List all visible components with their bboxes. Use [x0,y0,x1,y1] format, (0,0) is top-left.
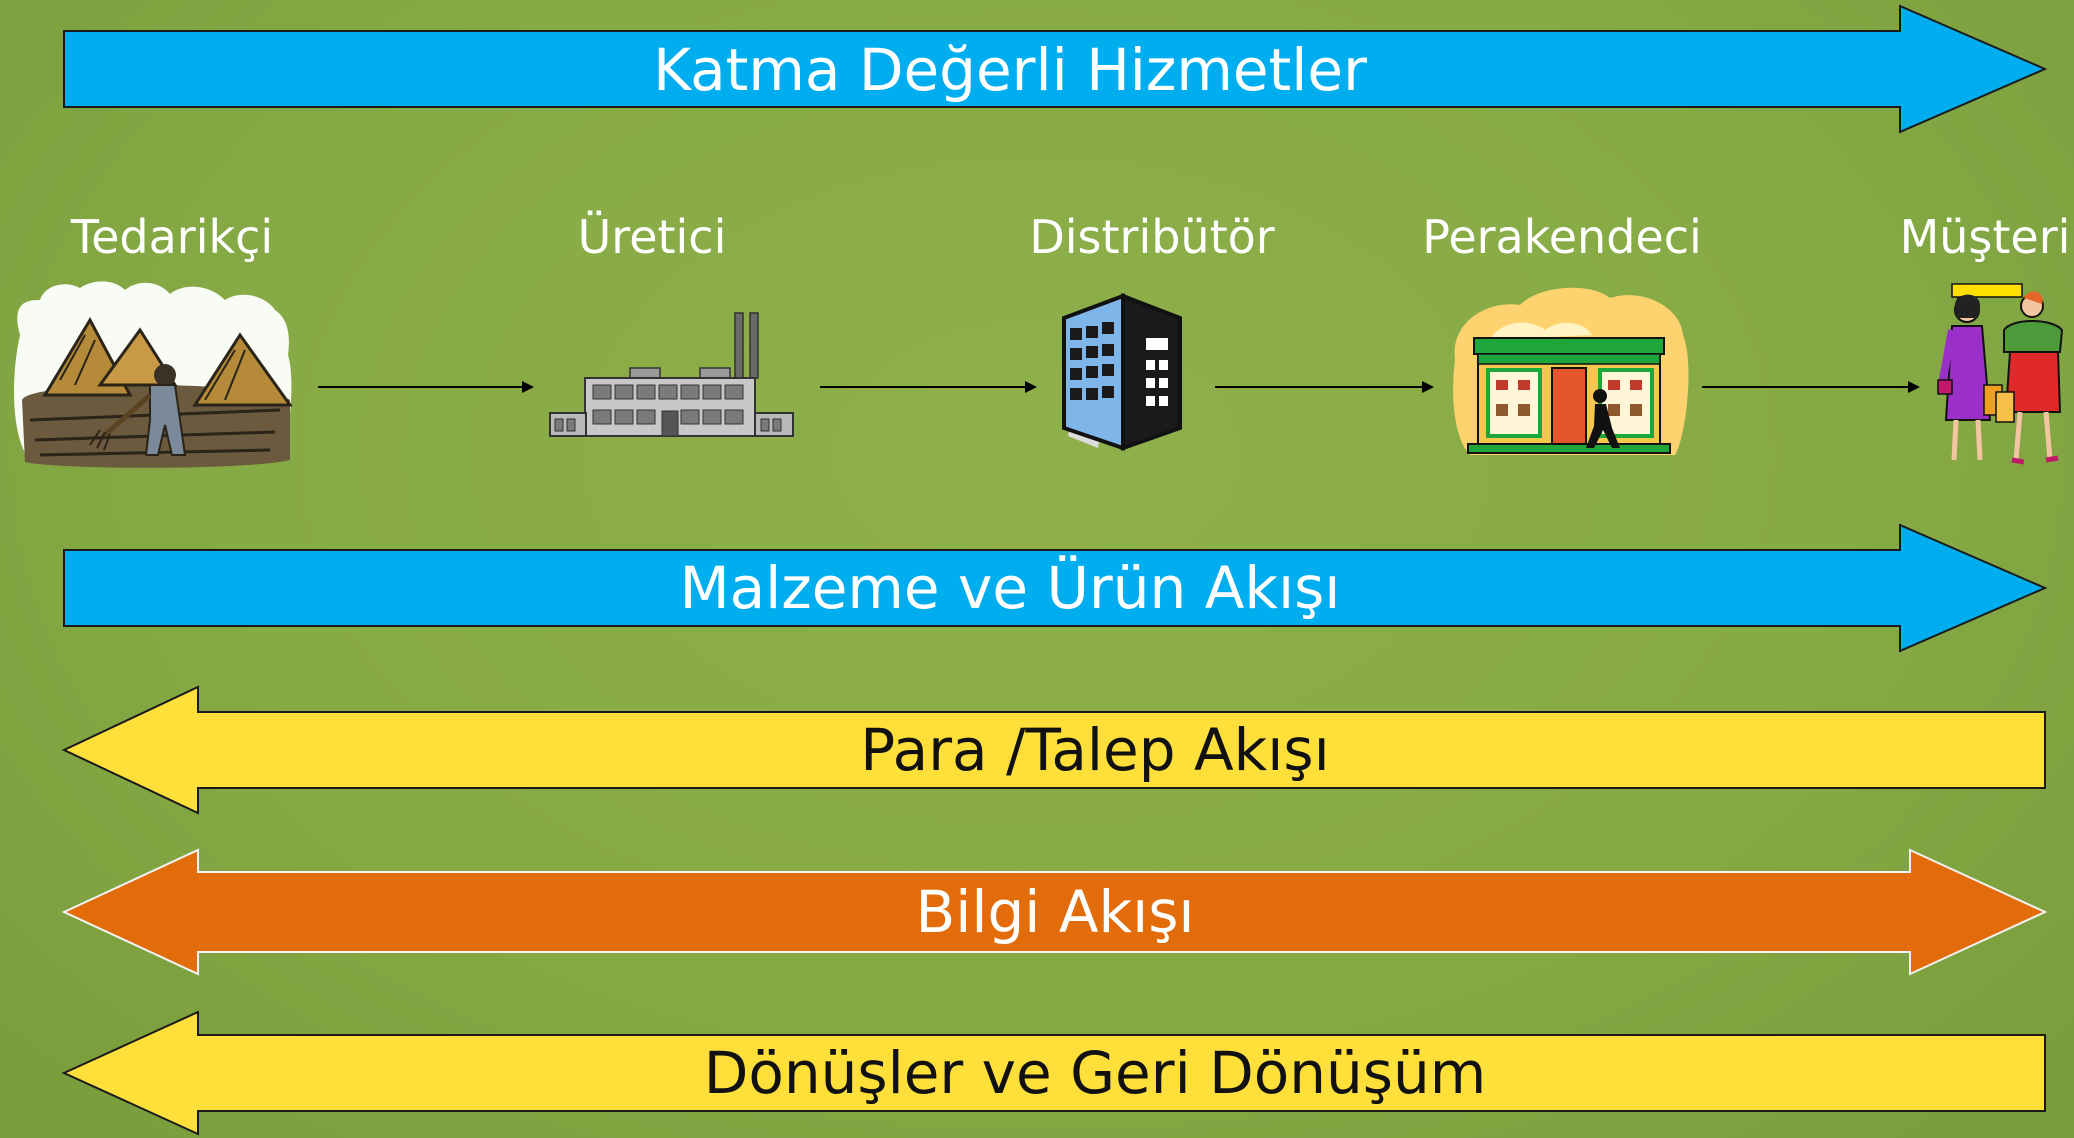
material-flow-arrow-shape [63,523,2048,653]
value-added-services-arrow-shape [63,4,2048,134]
node-label-manufacturer: Üretici [577,210,727,264]
node-label-distributor: Distribütör [1029,210,1275,264]
information-flow-arrow: Bilgi Akışı [61,848,2048,976]
returns-recycling-flow-label: Dönüşler ve Geri Dönüşüm [704,1039,1487,1107]
information-flow-arrow-shape [61,848,2048,976]
farmer-icon [14,281,293,468]
information-flow-label: Bilgi Akışı [915,878,1194,946]
node-label-supplier: Tedarikçi [70,210,274,264]
returns-recycling-flow-arrow-shape [61,1010,2046,1136]
returns-recycling-flow-arrow: Dönüşler ve Geri Dönüşüm [61,1010,2046,1136]
store-icon [1453,287,1689,455]
money-demand-flow-label: Para /Talep Akışı [860,716,1329,784]
node-label-customer: Müşteri [1899,210,2071,264]
material-flow-label: Malzeme ve Ürün Akışı [680,554,1341,622]
money-demand-flow-arrow: Para /Talep Akışı [61,685,2046,815]
money-demand-flow-arrow-shape [61,685,2046,815]
node-label-retailer: Perakendeci [1422,210,1702,264]
office-building-icon [1062,293,1182,451]
value-added-services-arrow: Katma Değerli Hizmetler [63,4,2048,134]
factory-icon [549,312,794,437]
shoppers-icon [1937,283,2064,465]
value-added-services-label: Katma Değerli Hizmetler [653,36,1367,104]
material-flow-arrow: Malzeme ve Ürün Akışı [63,523,2048,653]
